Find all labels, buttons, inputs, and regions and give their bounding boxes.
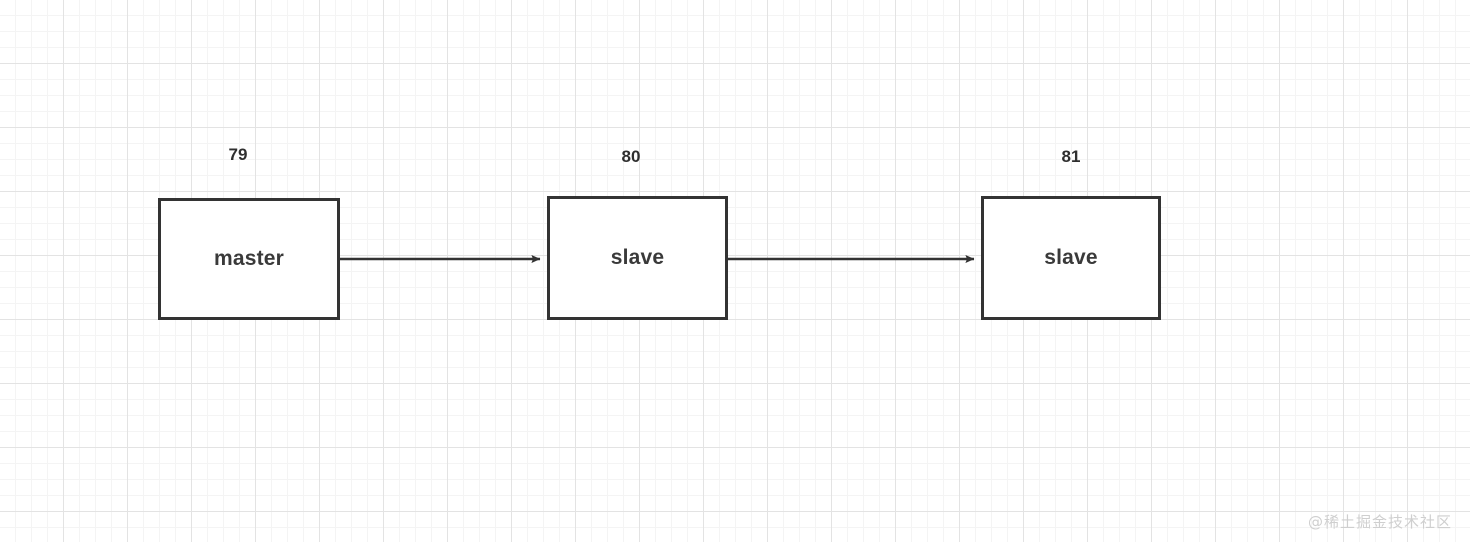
port-label-81: 81 [1061, 147, 1081, 166]
watermark-text: @稀土掘金技术社区 [1307, 513, 1452, 531]
port-label-79: 79 [228, 145, 248, 164]
node-slave-80[interactable]: slave [547, 196, 728, 320]
port-label-80: 80 [621, 147, 641, 166]
node-slave-81[interactable]: slave [981, 196, 1161, 320]
node-label-master: master [213, 247, 285, 270]
node-master-79[interactable]: master [158, 198, 340, 320]
node-label-slave-80: slave [610, 246, 665, 269]
node-label-slave-81: slave [1044, 246, 1098, 269]
